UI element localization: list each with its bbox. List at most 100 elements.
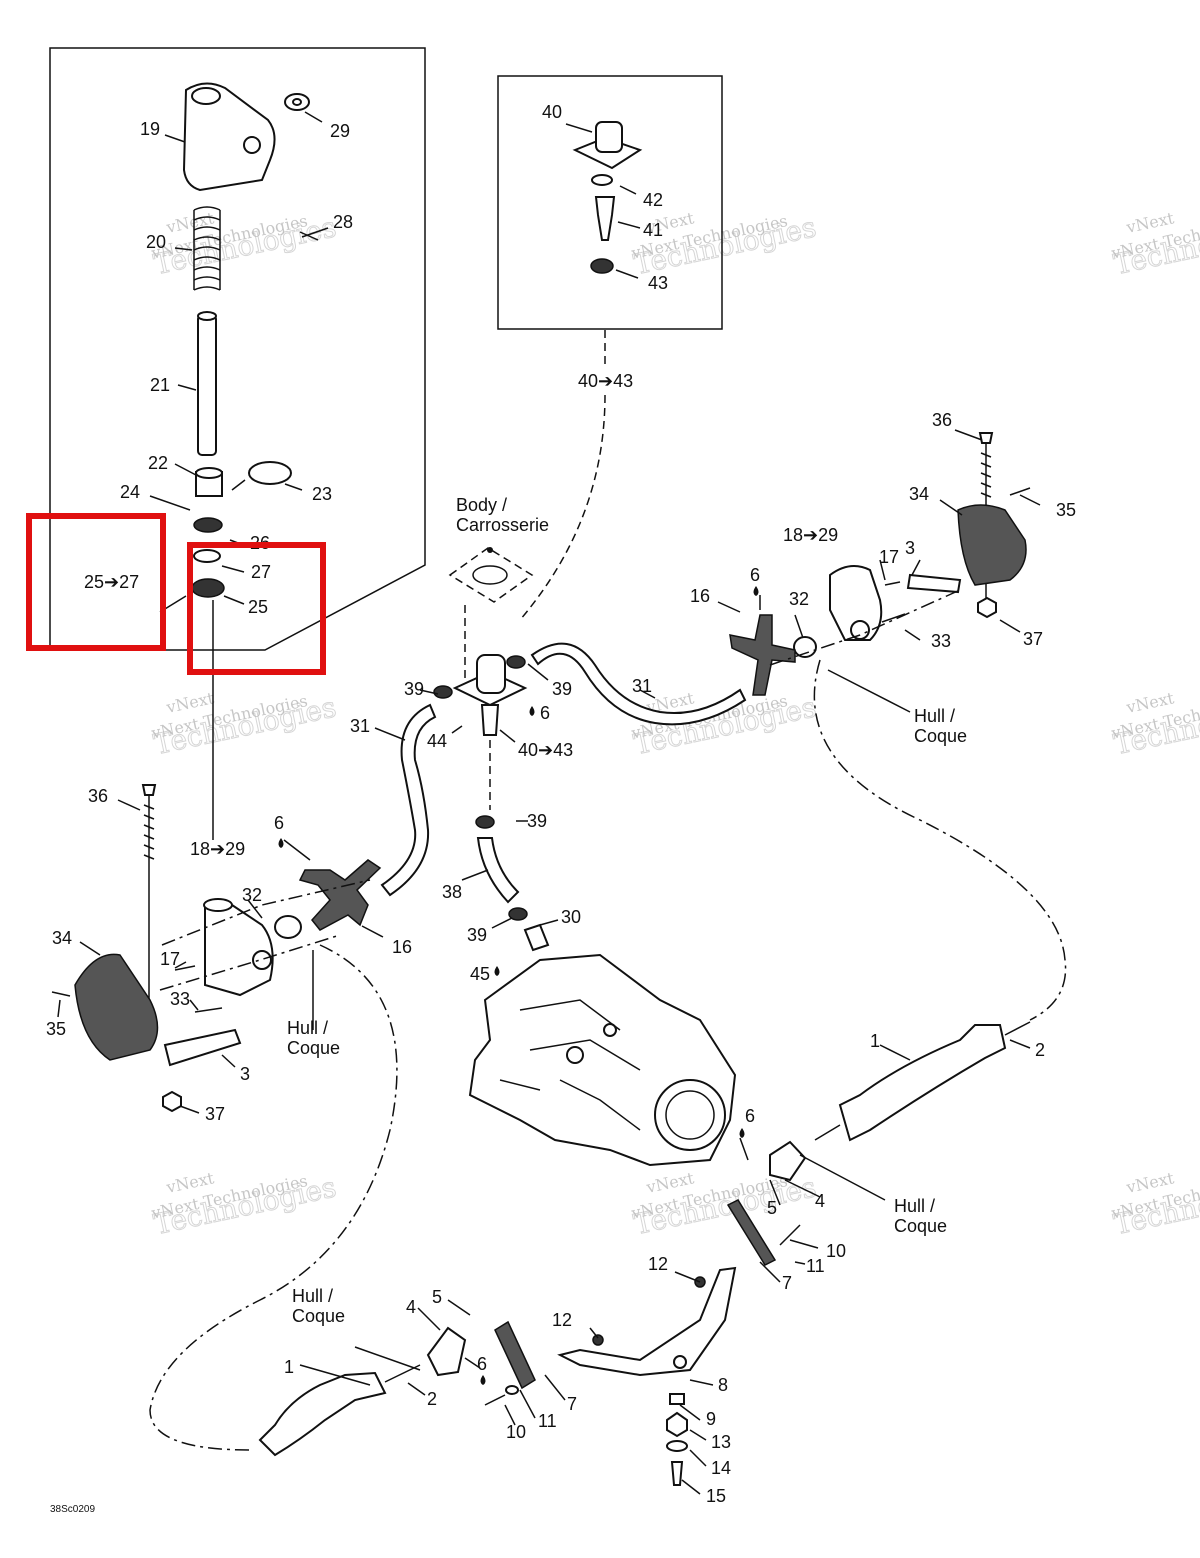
right-leader-lines [717,429,1041,713]
drop-icon [494,966,500,976]
part-label: 6 [477,1354,487,1374]
hose-clamp [433,685,453,699]
part-label: 40 [542,102,562,122]
part-label: 6 [274,813,284,833]
part-label: 17 [160,949,180,969]
drain-hose-short [476,837,520,904]
steering-shaft [197,314,217,456]
hull-label: Coque [894,1216,947,1236]
steering-cable-sleeve-left [258,1371,387,1457]
screw [1009,487,1031,496]
protective-cover [957,504,1027,586]
part-label: 27 [251,562,271,582]
steering-arm [163,1028,242,1067]
bolt [670,1461,684,1486]
part-label: 1 [284,1357,294,1377]
part-label: 16 [690,586,710,606]
housing-bore [850,620,870,640]
part-label: 39 [527,811,547,831]
spacer [669,1393,685,1405]
part-label: 3 [240,1064,250,1084]
lock-nut [666,1411,688,1438]
hull-label: Coque [287,1038,340,1058]
part-label: 36 [88,786,108,806]
detail-box-outline [49,47,426,651]
inset-leader-lines [565,123,641,279]
pump-boss [603,1023,617,1037]
part-label: 7 [567,1394,577,1414]
screw [884,581,901,586]
part-label: 16 [392,937,412,957]
part-label: 10 [506,1422,526,1442]
bearing [193,517,223,533]
nozzle-fitting [523,923,550,952]
part-label: 38 [442,882,462,902]
detail-box-steering-column: 19 29 28 20 21 22 23 24 26 27 25 25➔27 [49,47,426,840]
pump-detail-lines [499,999,641,1131]
seal-small [590,258,614,274]
drop-icon [739,1128,745,1138]
part-label: 2 [1035,1040,1045,1060]
housing-top [203,898,233,912]
part-label: 44 [427,731,447,751]
part-label: 30 [561,907,581,927]
bolt [779,1224,801,1246]
lock-nut [977,596,997,619]
part-label: 34 [909,484,929,504]
lock-nut [162,1090,182,1113]
bolt-head [978,432,994,444]
body-label: Body / [456,495,507,515]
left-axis-line [159,934,341,991]
o-ring [248,461,292,485]
center-leader-lines [374,663,656,929]
part-label: 2 [427,1389,437,1409]
part-label: 19 [140,119,160,139]
cable-support [769,1140,807,1182]
part-label: 7 [782,1273,792,1293]
hull-label: Hull / [292,1286,333,1306]
part-label: 1 [870,1031,880,1051]
part-label: 17 [879,547,899,567]
part-label: 10 [826,1241,846,1261]
cable-support [426,1326,467,1377]
highlight-box-left [26,513,166,651]
part-label: 25 [248,597,268,617]
bolt-threads [143,795,155,870]
center-assembly: Body / Carrosserie 39 39 6 44 40➔43 39 3… [350,495,747,984]
part-label: 4 [815,1191,825,1211]
steering-column-housing [182,82,276,192]
crossbar-hole [673,1355,687,1369]
ring [193,549,221,563]
drop-icon [480,1375,486,1385]
steering-cable-right [813,659,1067,1021]
bushing-top [195,467,223,479]
spring [193,206,221,291]
part-label: 11 [806,1256,825,1276]
part-label: 3 [905,538,915,558]
part-label: 18➔29 [190,839,245,859]
housing-hole [243,136,261,154]
part-label: 42 [643,190,663,210]
part-label: 33 [931,631,951,651]
drop-icon [753,586,759,596]
seal [191,578,225,598]
steering-housing [829,565,883,641]
fitting-body [595,121,623,153]
hose-clamp [475,815,495,829]
drain-hose-left [380,703,437,897]
inset-link-line [519,330,606,621]
part-label: 31 [350,716,370,736]
body-plate-outline [448,547,534,603]
part-label: 13 [711,1432,731,1452]
part-label: 29 [330,121,350,141]
left-axis-line [161,879,371,946]
part-label: 31 [632,676,652,696]
part-label: 8 [718,1375,728,1395]
bushing [793,636,817,658]
part-label: 32 [789,589,809,609]
drain-hose-right [530,642,747,726]
part-label: 35 [1056,500,1076,520]
fitting-nipple [594,196,616,241]
bushing [274,915,302,939]
